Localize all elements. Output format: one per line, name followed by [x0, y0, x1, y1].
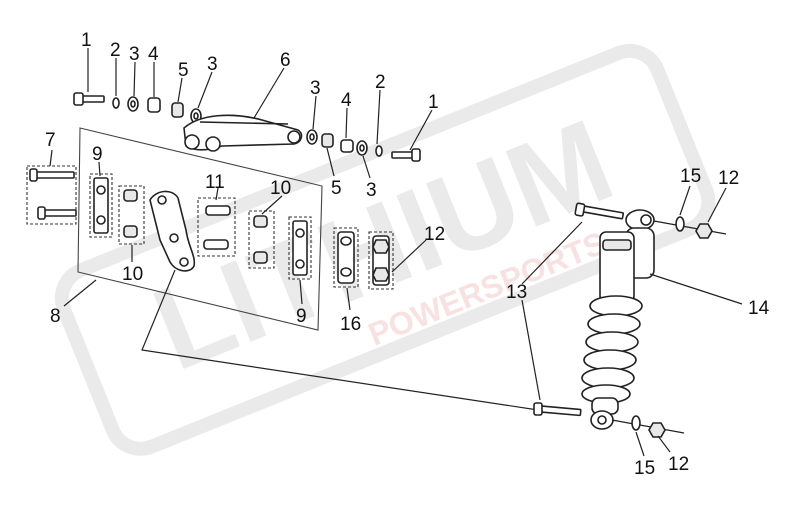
pins-11: [197, 197, 236, 257]
washers-16: [333, 227, 359, 288]
callout-8: 8: [50, 306, 61, 327]
washer-15-top: [675, 216, 685, 232]
callout-3-left-a: 3: [129, 44, 140, 65]
rocker-arm: [183, 114, 303, 152]
bracket-plate: [149, 190, 196, 272]
top-right-hardware: [306, 129, 421, 162]
bushing-5-right: [321, 133, 334, 148]
bushings-10-right: [248, 210, 275, 269]
callout-5-right: 5: [331, 178, 342, 199]
callout-2-right: 2: [375, 72, 386, 93]
mounting-plate-outline: [77, 127, 323, 331]
callout-9-top: 9: [92, 144, 103, 165]
callout-9-bottom: 9: [296, 306, 307, 327]
spacer-4-right: [340, 139, 354, 153]
plate-9-top: [89, 173, 113, 238]
upper-right-hardware: [653, 216, 727, 239]
lower-right-hardware: [611, 415, 685, 438]
callout-3-right-a: 3: [310, 78, 321, 99]
bolt-1-left: [73, 92, 105, 106]
spacer-4-left: [147, 97, 161, 113]
callout-10-top: 10: [270, 178, 291, 199]
top-left-hardware: [73, 92, 202, 124]
bolt-1-right: [391, 148, 421, 162]
callout-4-right: 4: [341, 90, 352, 111]
bushing-5-left: [171, 102, 184, 118]
callout-13: 13: [506, 282, 527, 303]
nuts-12-box: [368, 231, 394, 290]
callout-15-top: 15: [680, 166, 701, 187]
nut-12-bottom: [648, 422, 666, 438]
callout-1-left: 1: [81, 30, 92, 51]
callout-6: 6: [280, 50, 291, 71]
bushings-10-left: [118, 185, 145, 245]
nut-12-top: [695, 223, 713, 239]
callout-15-bottom: 15: [634, 458, 655, 479]
callout-14: 14: [748, 298, 770, 319]
callout-4-left: 4: [148, 44, 159, 65]
callout-12-top: 12: [718, 168, 739, 189]
bracket-to-shock-line: [141, 269, 539, 411]
callout-10-bottom: 10: [122, 264, 143, 285]
washer-2-right: [375, 145, 383, 157]
callout-3-left-b: 3: [207, 54, 218, 75]
callout-1-right: 1: [428, 92, 439, 113]
callout-labels: 1 2 3 4 5 3 6 3 4 2 1 5 3 7 9 11 10 10 8…: [45, 30, 770, 479]
washer-2-left: [112, 97, 120, 109]
callout-11: 11: [205, 172, 225, 193]
callout-5-left: 5: [178, 60, 189, 81]
callout-2-left: 2: [110, 40, 121, 61]
washer-15-bottom: [631, 415, 641, 431]
callout-12-mid: 12: [424, 224, 445, 245]
shock-absorber: [533, 202, 655, 430]
callout-7: 7: [45, 130, 56, 151]
coil-spring: [581, 295, 643, 404]
callout-16: 16: [340, 314, 361, 335]
bolt-pair-7: [26, 165, 77, 225]
plate-9-bottom: [288, 216, 312, 280]
leader-lines: [49, 48, 743, 457]
callout-12-bottom: 12: [668, 454, 689, 475]
callout-3-right-b: 3: [366, 180, 377, 201]
